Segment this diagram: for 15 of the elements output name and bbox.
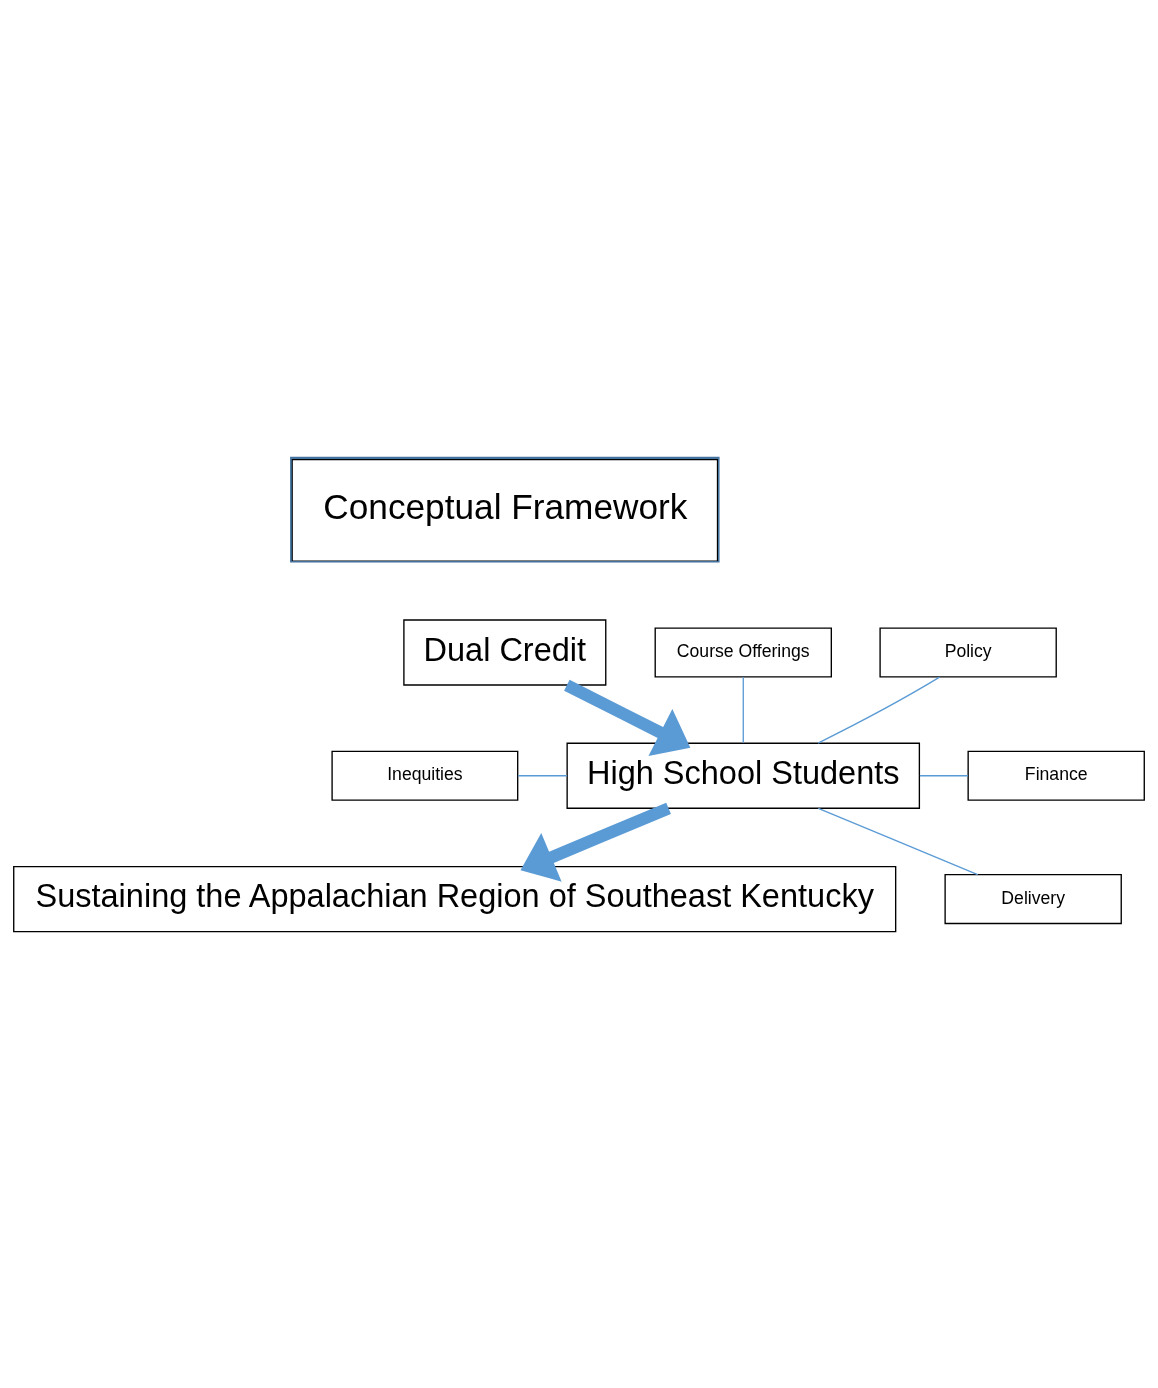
connector	[817, 675, 941, 744]
node-box: Policy	[879, 626, 1057, 678]
node-box: High School Students	[566, 742, 921, 809]
node-box: Finance	[967, 750, 1145, 801]
connector	[919, 774, 969, 776]
node-box: Inequities	[331, 750, 519, 801]
node-box: Course Offerings	[654, 626, 832, 678]
node-box: Dual Credit	[403, 618, 607, 686]
connector	[517, 774, 568, 776]
connector	[817, 807, 979, 875]
connector	[742, 675, 744, 744]
arrow	[564, 679, 691, 756]
arrow	[520, 802, 671, 882]
node-box: Sustaining the Appalachian Region of Southeast Kentucky	[13, 865, 897, 932]
node-box: Delivery	[944, 873, 1122, 924]
